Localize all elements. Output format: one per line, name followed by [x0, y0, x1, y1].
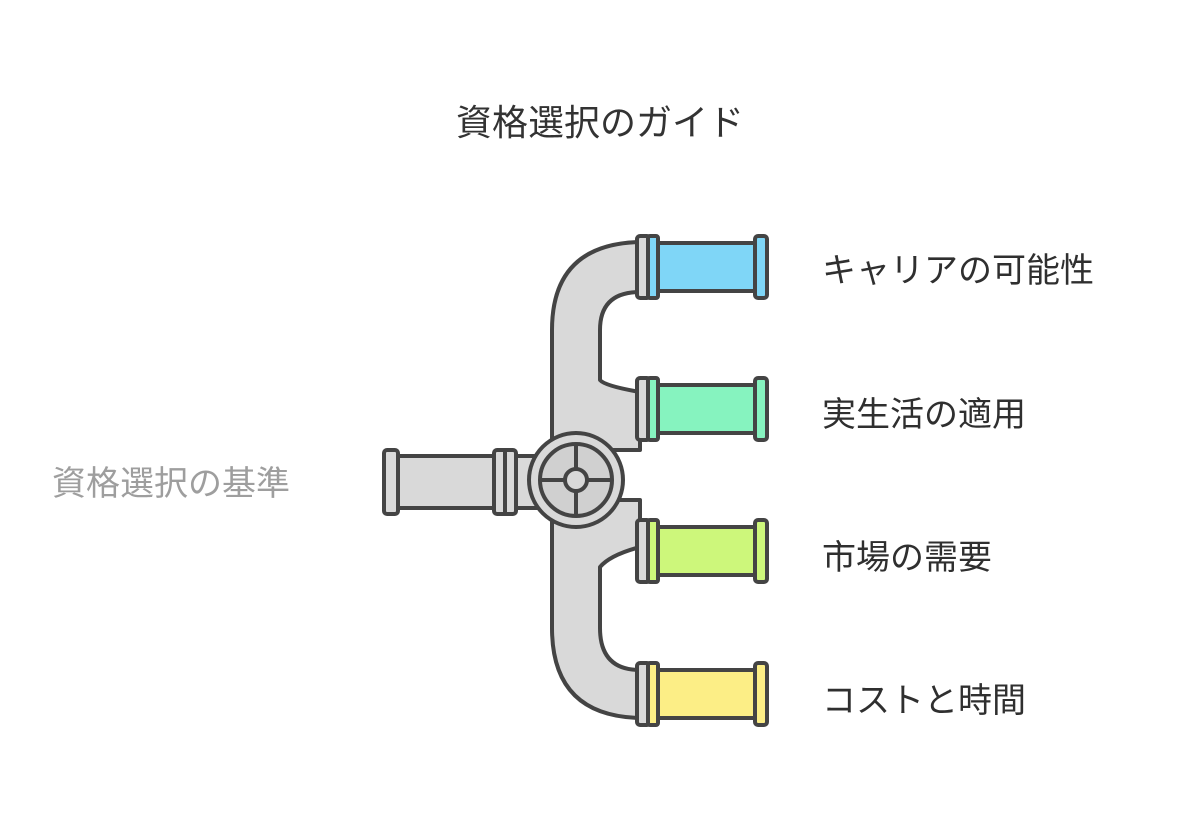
- output-label-cost: コストと時間: [822, 681, 1026, 721]
- output-label-market: 市場の需要: [822, 538, 992, 578]
- output-label-practical: 実生活の適用: [822, 395, 1026, 435]
- input-pipe-end-flange: [382, 448, 400, 516]
- output-pipe-career: [635, 234, 769, 300]
- output-pipe-practical: [635, 376, 769, 442]
- output-pipe-market: [635, 518, 769, 584]
- diagram-title: 資格選択のガイド: [455, 103, 744, 144]
- input-pipe: [390, 454, 502, 510]
- valve-hub: [563, 467, 589, 493]
- output-pipe-cost: [635, 661, 769, 727]
- source-label: 資格選択の基準: [52, 464, 290, 504]
- output-label-career: キャリアの可能性: [822, 251, 1094, 291]
